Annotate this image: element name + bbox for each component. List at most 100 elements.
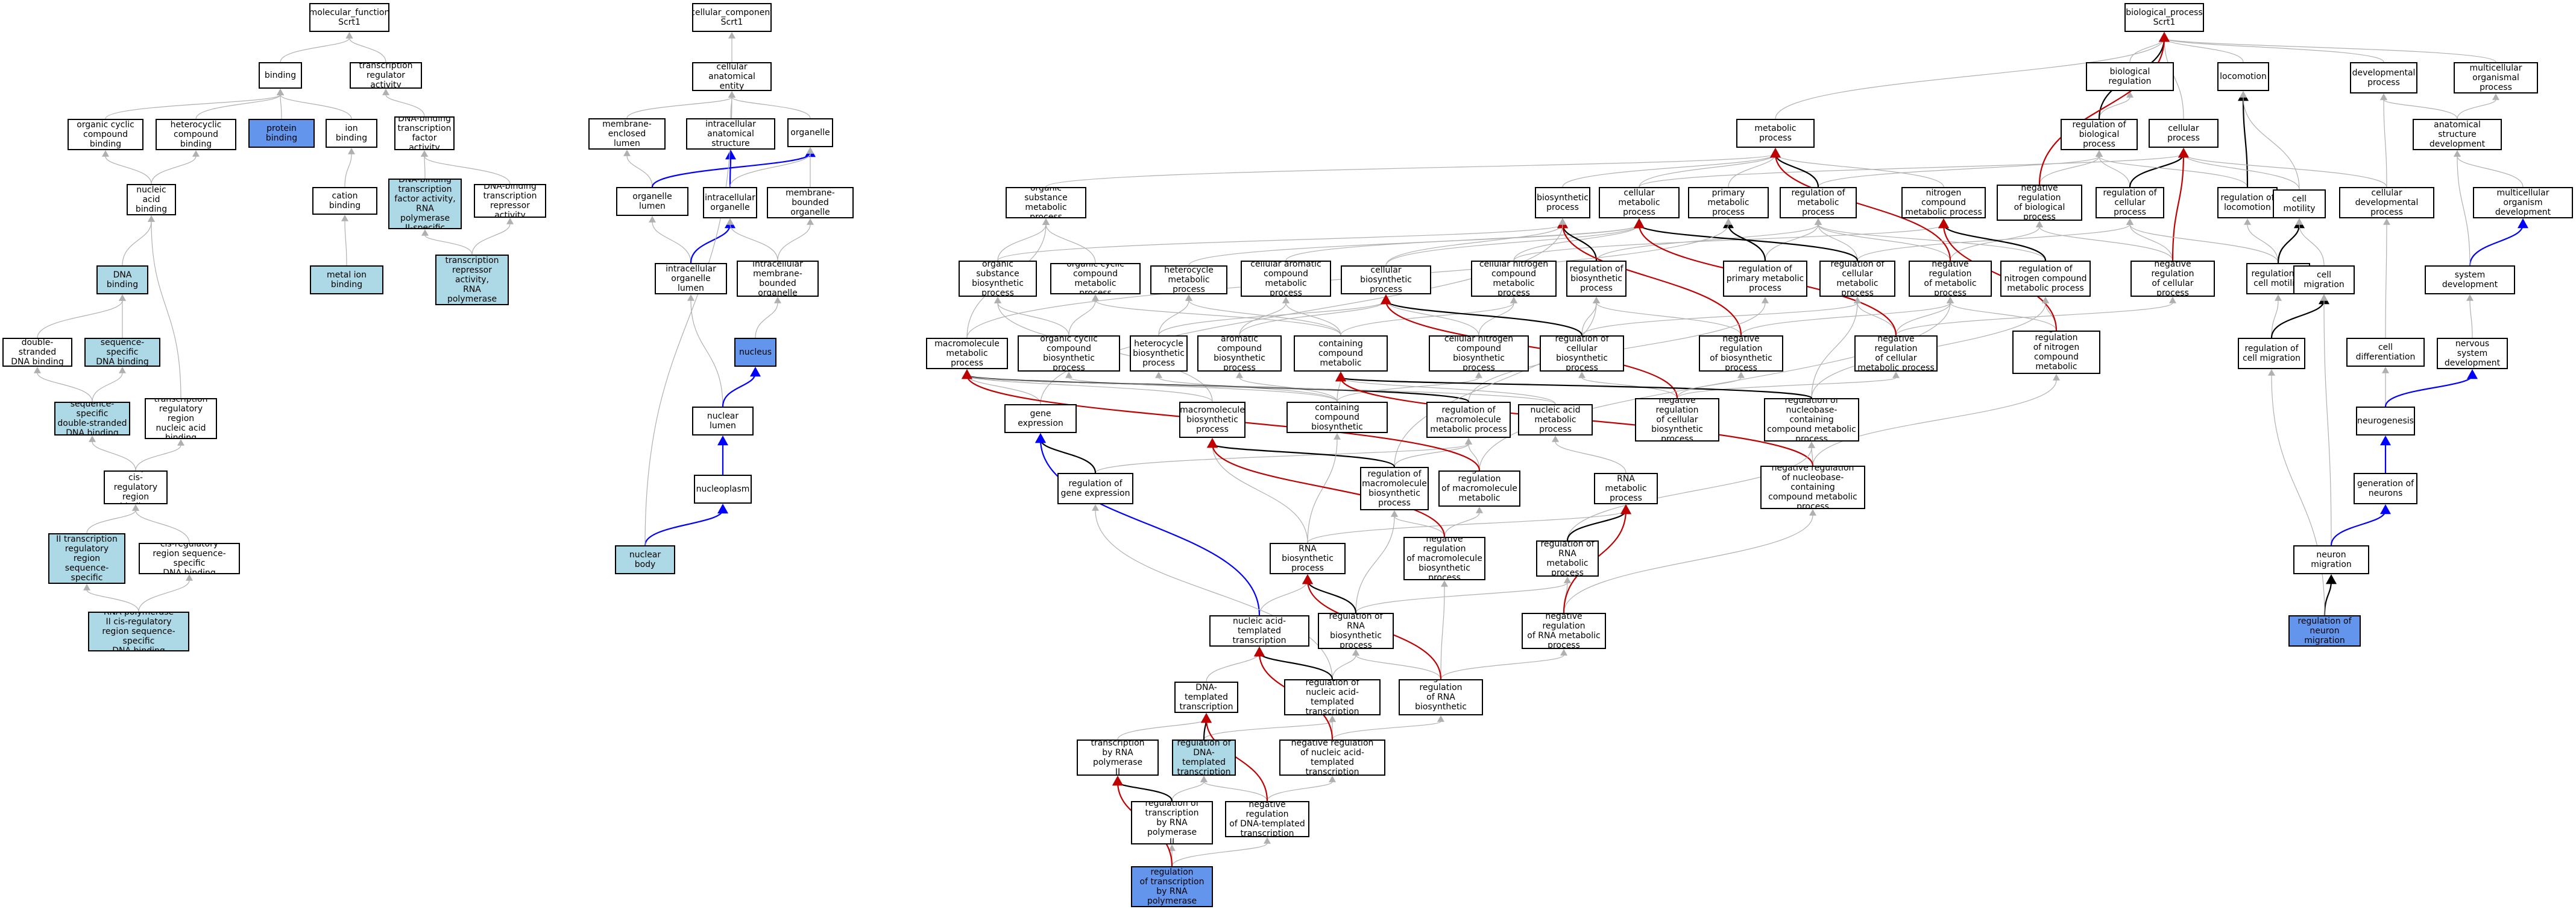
node-regulation-of-cellular-metabolic-process[interactable]: regulation of cellular metabolic process [1819,261,1895,297]
node-transcription-cis-regulatory-region-binding[interactable]: transcription cis-regulatory region bind… [104,470,168,504]
node-nucleus[interactable]: nucleus [734,338,776,367]
node-cation-binding[interactable]: cation binding [312,187,377,215]
node-nucleoplasm[interactable]: nucleoplasm [694,475,752,504]
node-regulation-of-locomotion[interactable]: regulation of locomotion [2217,187,2278,218]
node-negative-regulation-of-transcription-by-rna-polymerase-ii[interactable]: negative regulation of transcription by … [1131,866,1213,907]
node-regulation-of-macromolecule-metabolic-process[interactable]: regulation of macromolecule metabolic pr… [1426,402,1511,438]
node-organic-cyclic-compound-biosynthetic-process[interactable]: organic cyclic compound biosynthetic pro… [1018,335,1120,372]
node-regulation-of-nucleobase-containing-compound-metabolic-process[interactable]: regulation of nucleobase-containing comp… [1764,398,1859,442]
node-neurogenesis[interactable]: neurogenesis [2356,407,2415,435]
node-intracellular-membrane-bounded-organelle[interactable]: intracellular membrane-bounded organelle [737,261,819,297]
node-regulation-of-nucleic-acid-templated-transcription[interactable]: regulation of nucleic acid-templated tra… [1284,679,1381,715]
node-cellular-process[interactable]: cellular process [2149,119,2219,148]
node-multicellular-organism-development[interactable]: multicellular organism development [2473,187,2573,218]
node-cellular-nitrogen-compound-metabolic-process[interactable]: cellular nitrogen compound metabolic pro… [1471,261,1557,297]
node-dna-templated-transcription[interactable]: DNA-templated transcription [1174,682,1238,713]
node-regulation-of-nitrogen-compound-metabolic-process[interactable]: regulation of nitrogen compound metaboli… [2000,261,2091,297]
node-organic-substance-metabolic-process[interactable]: organic substance metabolic process [1006,187,1086,218]
node-membrane-bounded-organelle[interactable]: membrane-bounded organelle [767,187,854,218]
node-dna-binding-transcription-repressor-activity[interactable]: DNA-binding transcription repressor acti… [474,184,546,218]
node-negative-regulation-of-cellular-biosynthetic-process[interactable]: negative regulation of cellular biosynth… [1635,398,1719,442]
node-regulation-of-primary-metabolic-process[interactable]: regulation of primary metabolic process [1723,261,1807,297]
node-biological-process-root[interactable]: biological_process Scrt1 [2124,3,2204,32]
node-regulation-of-rna-biosynthetic-process[interactable]: regulation of RNA biosynthetic process [1318,613,1394,649]
node-negative-regulation-of-macromolecule-biosynthetic-process[interactable]: negative regulation of macromolecule bio… [1403,537,1485,580]
node-nuclear-lumen[interactable]: nuclear lumen [692,407,754,435]
node-anatomical-structure-development[interactable]: anatomical structure development [2413,119,2502,150]
node-pol2-transcription-regulatory-region-binding[interactable]: RNA polymerase II transcription regulato… [48,533,125,584]
node-regulation-of-gene-expression[interactable]: regulation of gene expression [1057,473,1133,504]
node-cellular-biosynthetic-process[interactable]: cellular biosynthetic process [1341,265,1431,294]
node-metal-ion-binding[interactable]: metal ion binding [310,265,383,294]
node-nucleobase-containing-compound-metabolic-process[interactable]: nucleobase-containing compound metabolic… [1294,335,1388,372]
node-protein-binding[interactable]: protein binding [248,119,315,148]
node-transcription-regulatory-region-nucleic-acid-binding[interactable]: transcription regulatory region nucleic … [145,398,217,439]
node-cellular-metabolic-process[interactable]: cellular metabolic process [1599,187,1680,218]
node-locomotion[interactable]: locomotion [2217,62,2269,91]
node-heterocycle-biosynthetic-process[interactable]: heterocycle biosynthetic process [1130,335,1188,372]
node-cellular-developmental-process[interactable]: cellular developmental process [2339,187,2434,218]
node-biological-regulation[interactable]: biological regulation [2086,62,2174,91]
node-primary-metabolic-process[interactable]: primary metabolic process [1688,187,1769,218]
node-regulation-of-cellular-biosynthetic-process[interactable]: regulation of cellular biosynthetic proc… [1540,335,1624,372]
node-regulation-of-biological-process[interactable]: regulation of biological process [2061,119,2138,150]
node-cell-differentiation[interactable]: cell differentiation [2346,338,2425,367]
node-dna-binding-repressor-activity-pol2[interactable]: DNA-binding transcription repressor acti… [435,255,509,305]
node-molecular-function-root[interactable]: molecular_function Scrt1 [309,3,389,32]
node-intracellular-anatomical-structure[interactable]: intracellular anatomical structure [686,118,775,150]
node-negative-regulation-of-macromolecule-metabolic-process[interactable]: negative regulation of macromolecule met… [1438,470,1520,507]
node-regulation-of-rna-metabolic-process[interactable]: regulation of RNA metabolic process [1536,540,1599,577]
node-binding[interactable]: binding [259,62,302,89]
node-generation-of-neurons[interactable]: generation of neurons [2354,473,2417,504]
node-neuron-migration[interactable]: neuron migration [2293,545,2369,574]
node-sequence-specific-double-stranded-dna-binding[interactable]: sequence-specific double-stranded DNA bi… [54,402,130,435]
node-organelle[interactable]: organelle [787,118,833,147]
node-nitrogen-compound-metabolic-process[interactable]: nitrogen compound metabolic process [1901,187,1986,218]
node-cis-regulatory-region-sequence-specific-dna-binding[interactable]: cis-regulatory region sequence-specific … [139,543,240,574]
node-negative-regulation-of-nucleobase-containing-compound-metabolic-process[interactable]: negative regulation of nucleobase-contai… [1760,466,1865,509]
node-regulation-of-neuron-migration[interactable]: regulation of neuron migration [2288,615,2361,647]
node-sequence-specific-dna-binding[interactable]: sequence-specific DNA binding [84,338,160,367]
node-rna-metabolic-process[interactable]: RNA metabolic process [1594,473,1658,504]
node-regulation-of-cell-migration[interactable]: regulation of cell migration [2238,338,2305,369]
node-regulation-of-biosynthetic-process[interactable]: regulation of biosynthetic process [1566,261,1627,297]
node-biosynthetic-process[interactable]: biosynthetic process [1535,187,1590,218]
node-pol2-cis-regulatory-region-binding[interactable]: RNA polymerase II cis-regulatory region … [88,612,189,651]
node-heterocyclic-compound-binding[interactable]: heterocyclic compound binding [156,119,236,150]
node-negative-regulation-of-metabolic-process[interactable]: negative regulation of metabolic process [1909,261,1992,297]
node-regulation-of-macromolecule-biosynthetic-process[interactable]: regulation of macromolecule biosynthetic… [1360,467,1429,510]
node-macromolecule-biosynthetic-process[interactable]: macromolecule biosynthetic process [1179,402,1245,438]
node-intracellular-organelle-lumen[interactable]: intracellular organelle lumen [655,263,727,294]
node-negative-regulation-of-rna-metabolic-process[interactable]: negative regulation of RNA metabolic pro… [1522,613,1606,649]
node-cellular-component-root[interactable]: cellular_component Scrt1 [692,3,772,32]
node-cell-migration[interactable]: cell migration [2293,265,2355,294]
node-nuclear-body[interactable]: nuclear body [615,545,675,574]
node-regulation-of-metabolic-process[interactable]: regulation of metabolic process [1780,187,1857,218]
node-cellular-anatomical-entity[interactable]: cellular anatomical entity [692,62,772,91]
node-rna-biosynthetic-process[interactable]: RNA biosynthetic process [1270,543,1346,574]
node-regulation-of-transcription-by-rna-polymerase-ii[interactable]: regulation of transcription by RNA polym… [1131,801,1213,844]
node-metabolic-process[interactable]: metabolic process [1736,119,1815,148]
node-negative-regulation-of-nitrogen-compound-metabolic-process[interactable]: negative regulation of nitrogen compound… [2012,331,2100,374]
node-regulation-of-dna-templated-transcription[interactable]: regulation of DNA-templated transcriptio… [1172,740,1236,776]
node-transcription-regulator-activity[interactable]: transcription regulator activity [350,62,422,89]
node-nucleic-acid-metabolic-process[interactable]: nucleic acid metabolic process [1518,404,1593,435]
node-dna-binding-transcription-factor-activity[interactable]: DNA-binding transcription factor activit… [394,116,455,150]
node-double-stranded-dna-binding[interactable]: double-stranded DNA binding [2,338,72,367]
node-negative-regulation-of-biological-process[interactable]: negative regulation of biological proces… [1997,185,2082,221]
node-negative-regulation-of-biosynthetic-process[interactable]: negative regulation of biosynthetic proc… [1699,335,1783,372]
node-dna-binding-tf-activity-pol2[interactable]: DNA-binding transcription factor activit… [388,179,462,229]
node-transcription-by-rna-polymerase-ii[interactable]: transcription by RNA polymerase II [1077,740,1159,776]
node-organic-cyclic-compound-metabolic-process[interactable]: organic cyclic compound metabolic proces… [1050,263,1141,294]
node-macromolecule-metabolic-process[interactable]: macromolecule metabolic process [926,338,1008,369]
node-intracellular-organelle[interactable]: intracellular organelle [703,187,757,218]
node-negative-regulation-of-nucleic-acid-templated-transcription[interactable]: negative regulation of nucleic acid-temp… [1279,740,1385,776]
node-multicellular-organismal-process[interactable]: multicellular organismal process [2454,62,2538,93]
node-organic-cyclic-compound-binding[interactable]: organic cyclic compound binding [68,119,143,150]
node-heterocycle-metabolic-process[interactable]: heterocycle metabolic process [1150,265,1227,294]
node-organelle-lumen[interactable]: organelle lumen [616,187,688,216]
node-ion-binding[interactable]: ion binding [326,119,377,148]
node-cellular-aromatic-compound-metabolic-process[interactable]: cellular aromatic compound metabolic pro… [1241,261,1331,297]
node-cellular-nitrogen-compound-biosynthetic-process[interactable]: cellular nitrogen compound biosynthetic … [1429,335,1529,372]
node-nucleic-acid-binding[interactable]: nucleic acid binding [127,184,176,215]
